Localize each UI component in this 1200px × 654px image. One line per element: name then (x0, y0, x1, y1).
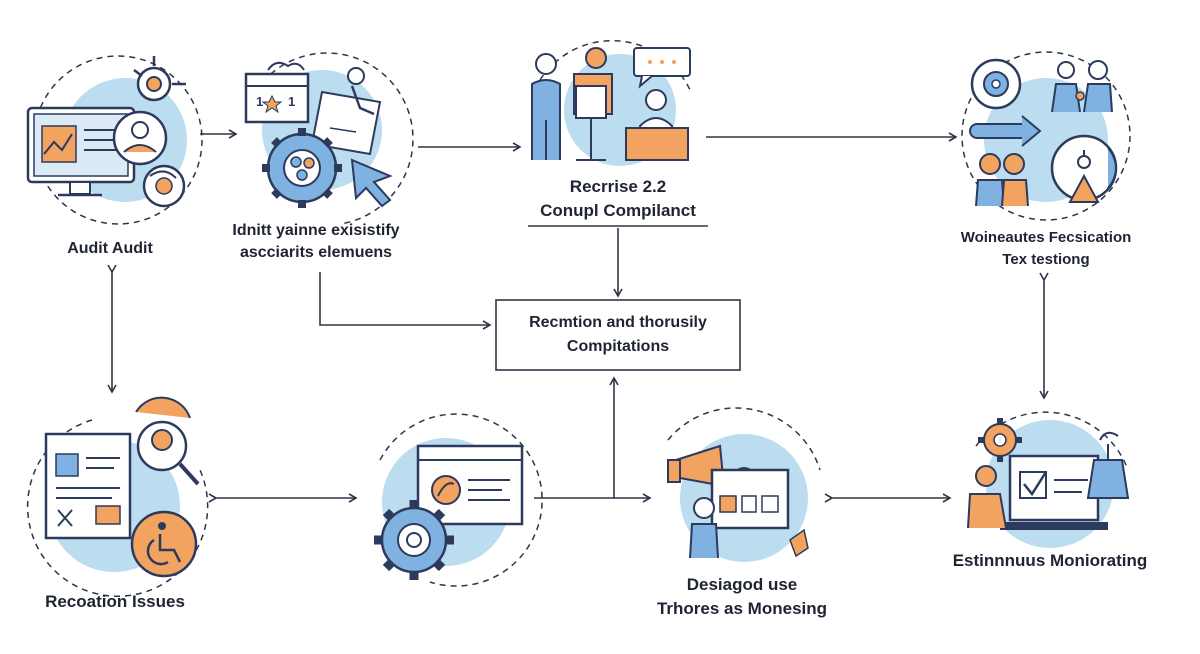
target-icon (133, 56, 186, 102)
designed-line-2: Trhores as Monesing (656, 599, 828, 618)
designed-illustration (667, 407, 821, 562)
recrrise-illustration (531, 39, 691, 166)
browser-window-icon (710, 468, 790, 530)
svg-text:1: 1 (256, 94, 263, 109)
magnifier-icon (135, 396, 200, 486)
checkbox-screen-icon (1000, 454, 1108, 530)
recoation-illustration (26, 396, 209, 598)
team-icon (975, 153, 1029, 207)
browser-window-icon (416, 444, 524, 526)
testing-illustration (961, 51, 1131, 221)
gear-icon (374, 500, 454, 580)
designed-label: Desiagod use Trhores as Monesing (632, 573, 852, 621)
identify-line-1: Idnitt yainne exisistify (232, 222, 400, 239)
center-box-label: Recmtion and thorusily Compitations (496, 300, 740, 370)
identify-line-2: ascciarits elemuens (239, 244, 393, 261)
cursor-icon (350, 158, 393, 208)
arrow-icon (969, 115, 1042, 147)
document-icon (310, 67, 382, 156)
gear-icon (262, 128, 342, 208)
disc-icon (970, 58, 1022, 110)
recrrise-label: Recrrise 2.2 Conupl Compilanct (508, 175, 728, 223)
testing-line-1: Woineautes Fecsication (960, 229, 1132, 246)
identify-label: Idnitt yainne exisistify ascciarits elem… (196, 220, 436, 264)
refresh-icon (142, 164, 186, 208)
identify-illustration: 1 1 (244, 52, 414, 225)
people-icon (1051, 60, 1113, 113)
gear-browser-illustration (374, 413, 543, 587)
audit-illustration (26, 55, 203, 225)
person-icon (112, 110, 168, 166)
recoation-label-text: Recoation Issues (45, 592, 185, 611)
recrrise-line-2: Conupl Compilanct (540, 201, 696, 220)
recrrise-line-1: Recrrise 2.2 (569, 177, 667, 196)
person-icon (689, 497, 809, 559)
gear-icon (978, 418, 1022, 462)
connectors (107, 129, 1049, 503)
wheelchair-icon (130, 510, 198, 578)
monitoring-label-text: Estinnnuus Moniorating (952, 551, 1148, 570)
warning-icon (1050, 134, 1118, 203)
person-icon (967, 465, 1007, 529)
desk-person-icon (625, 89, 689, 161)
center-line-2: Compitations (566, 338, 670, 355)
presenter-icon (531, 47, 613, 161)
center-line-1: Recmtion and thorusily (529, 314, 707, 331)
browser-window-icon: 1 1 (244, 61, 310, 124)
testing-label: Woineautes Fecsication Tex testiong (936, 227, 1156, 271)
monitor-chart-icon (26, 106, 136, 197)
recoation-label: Recoation Issues (20, 591, 210, 613)
monitoring-label: Estinnnuus Moniorating (930, 550, 1170, 572)
audit-label: Audit Audit (20, 238, 200, 260)
brush-icon (1086, 431, 1130, 499)
document-icon (44, 432, 132, 540)
arrow-gear-to-center (534, 376, 619, 499)
monitoring-illustration (967, 411, 1130, 548)
svg-text:1: 1 (288, 94, 295, 109)
center-box (495, 299, 741, 371)
arrow-identify-to-center (319, 272, 492, 330)
chat-bubble-icon (633, 47, 691, 89)
designed-line-1: Desiagod use (686, 575, 798, 594)
testing-line-2: Tex testiong (1002, 251, 1090, 268)
audit-label-text: Audit Audit (67, 240, 153, 257)
